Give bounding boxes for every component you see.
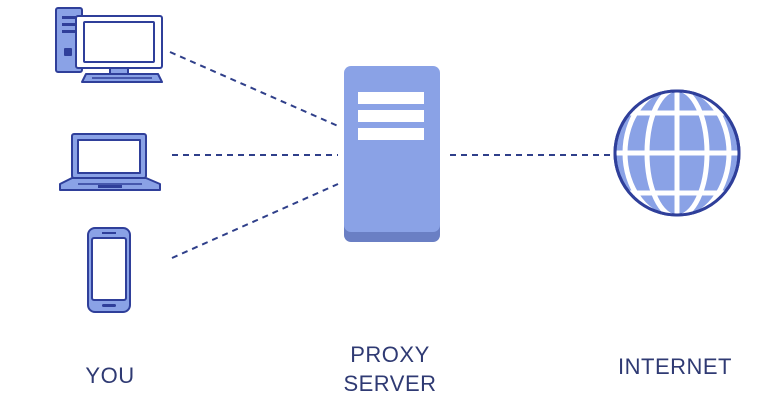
desktop-computer-icon <box>55 7 163 83</box>
you-label-text: YOU <box>85 363 135 388</box>
laptop-icon <box>59 133 161 191</box>
connection-desktop-proxy <box>169 51 339 127</box>
globe-icon <box>613 89 741 217</box>
proxy-server-label: PROXY SERVER <box>300 340 480 398</box>
proxy-label-line2: SERVER <box>343 371 437 396</box>
connection-phone-proxy <box>171 183 339 259</box>
you-label: YOU <box>60 361 160 390</box>
proxy-label-line1: PROXY <box>350 342 430 367</box>
smartphone-icon <box>87 227 131 313</box>
internet-label: INTERNET <box>590 352 760 381</box>
internet-label-text: INTERNET <box>618 354 732 379</box>
proxy-server-icon <box>344 66 440 242</box>
connections <box>169 51 612 259</box>
